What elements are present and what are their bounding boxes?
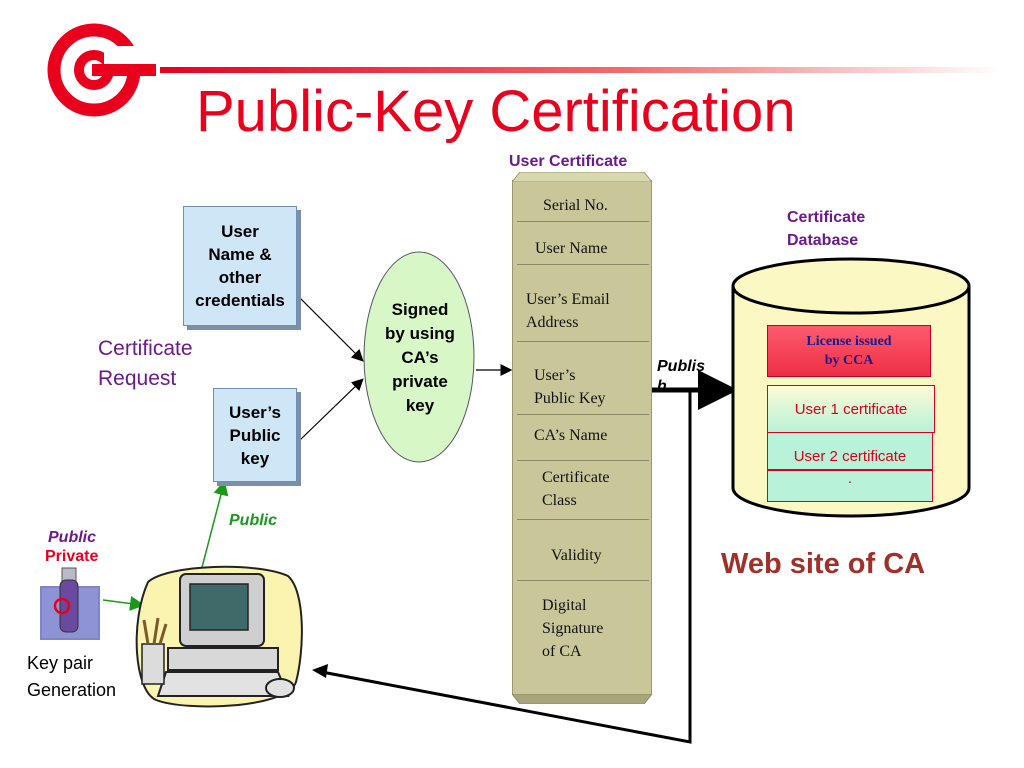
cert-field-line: User’s Email — [526, 291, 610, 308]
signing-line: Signed — [391, 300, 449, 319]
cert-field-email: User’s Email Address — [526, 288, 664, 334]
cert-divider — [517, 460, 649, 461]
cert-field-line: Address — [526, 314, 579, 331]
db-row-text: User 1 certificate — [794, 400, 908, 418]
cert-divider — [517, 519, 649, 520]
certificate-request-label: Certificate Request — [98, 334, 193, 394]
signing-text: Signed by using CA’s private key — [364, 298, 476, 418]
public-key-line: Public — [229, 425, 281, 445]
cert-field-line: Class — [542, 492, 577, 509]
title-underline — [160, 67, 1000, 73]
cert-divider — [517, 580, 649, 581]
cert-field-line: Serial No. — [543, 197, 608, 214]
user-certificate-column: Serial No. User Name User’s Email Addres… — [512, 180, 652, 694]
key-pair-line: Generation — [27, 680, 117, 700]
arrow-usb-to-computer — [102, 596, 145, 611]
cert-column-bottom-cap — [512, 694, 652, 704]
cert-field-line: CA’s Name — [534, 427, 608, 444]
key-pair-line: Key pair — [27, 653, 94, 673]
arrow-credentials-to-sign — [299, 297, 364, 362]
cert-field-line: Public Key — [534, 390, 606, 407]
cert-field-ca-name: CA’s Name — [534, 424, 672, 447]
cert-column-top-cap — [512, 172, 652, 182]
credentials-line: other — [218, 268, 262, 287]
cert-field-line: Certificate — [542, 469, 610, 486]
usb-token-icon — [40, 567, 100, 640]
cert-field-line: User Name — [535, 240, 608, 257]
cert-divider — [517, 221, 649, 222]
license-header: License issued by CCA — [767, 325, 931, 377]
page-title: Public-Key Certification — [196, 79, 796, 144]
cert-field-serial: Serial No. — [543, 194, 681, 217]
cert-field-public-key: User’s Public Key — [534, 364, 672, 410]
credentials-line: credentials — [195, 291, 285, 310]
cert-divider — [517, 414, 649, 415]
cert-field-line: Signature — [542, 620, 604, 637]
public-key-line: User’s — [229, 402, 281, 422]
credentials-line: User — [221, 222, 259, 241]
key-pair-caption: Key pair Generation — [27, 650, 116, 704]
certificate-request-line: Request — [98, 367, 177, 390]
database-title-line: Certificate — [787, 209, 866, 226]
cert-divider — [517, 264, 649, 265]
public-key-label: Public — [48, 529, 97, 546]
db-row-2: User 2 certificate — [767, 432, 933, 470]
license-line: by CCA — [824, 353, 874, 368]
cert-divider — [517, 341, 649, 342]
signing-line: CA’s — [401, 348, 439, 367]
db-row-1: User 1 certificate — [767, 385, 935, 433]
cert-field-line: Digital — [542, 597, 587, 614]
signing-line: by using — [385, 324, 455, 343]
signing-line: key — [405, 396, 435, 415]
public-key-line: key — [240, 448, 270, 468]
logo-icon — [47, 23, 156, 117]
cert-field-signature: Digital Signature of CA — [542, 594, 680, 663]
db-row-3: . — [767, 470, 933, 502]
signing-ellipse — [363, 251, 475, 463]
cert-field-user-name: User Name — [535, 237, 673, 260]
public-key-box: User’s Public key — [213, 388, 297, 482]
database-title: Certificate Database — [787, 206, 865, 252]
user-certificate-title: User Certificate — [509, 153, 628, 170]
cert-field-line: Validity — [551, 547, 602, 564]
db-row-text: . — [847, 470, 853, 487]
credentials-line: Name & — [208, 245, 272, 264]
return-line — [321, 392, 692, 744]
credentials-box: User Name & other credentials — [183, 206, 297, 326]
return-arrowhead — [312, 664, 328, 678]
cert-field-line: of CA — [542, 643, 582, 660]
certificate-request-line: Certificate — [98, 337, 193, 360]
arrow-pubkey-to-sign — [299, 378, 364, 441]
private-key-label: Private — [45, 548, 99, 565]
database-title-line: Database — [787, 232, 859, 249]
cert-field-class: Certificate Class — [542, 466, 680, 512]
cert-field-line: User’s — [534, 367, 576, 384]
arrow-computer-to-pubkey — [199, 480, 229, 576]
cert-field-validity: Validity — [551, 544, 689, 567]
publish-line: Publis — [657, 358, 706, 375]
signing-line: private — [392, 372, 448, 391]
website-label: Web site of CA — [721, 548, 926, 580]
publish-label: Publis h — [657, 357, 705, 397]
db-row-text: User 2 certificate — [793, 447, 907, 465]
license-line: License issued — [806, 334, 892, 349]
public-arrow-label: Public — [229, 512, 278, 529]
publish-line: h — [657, 378, 667, 395]
computer-icon — [135, 565, 303, 708]
